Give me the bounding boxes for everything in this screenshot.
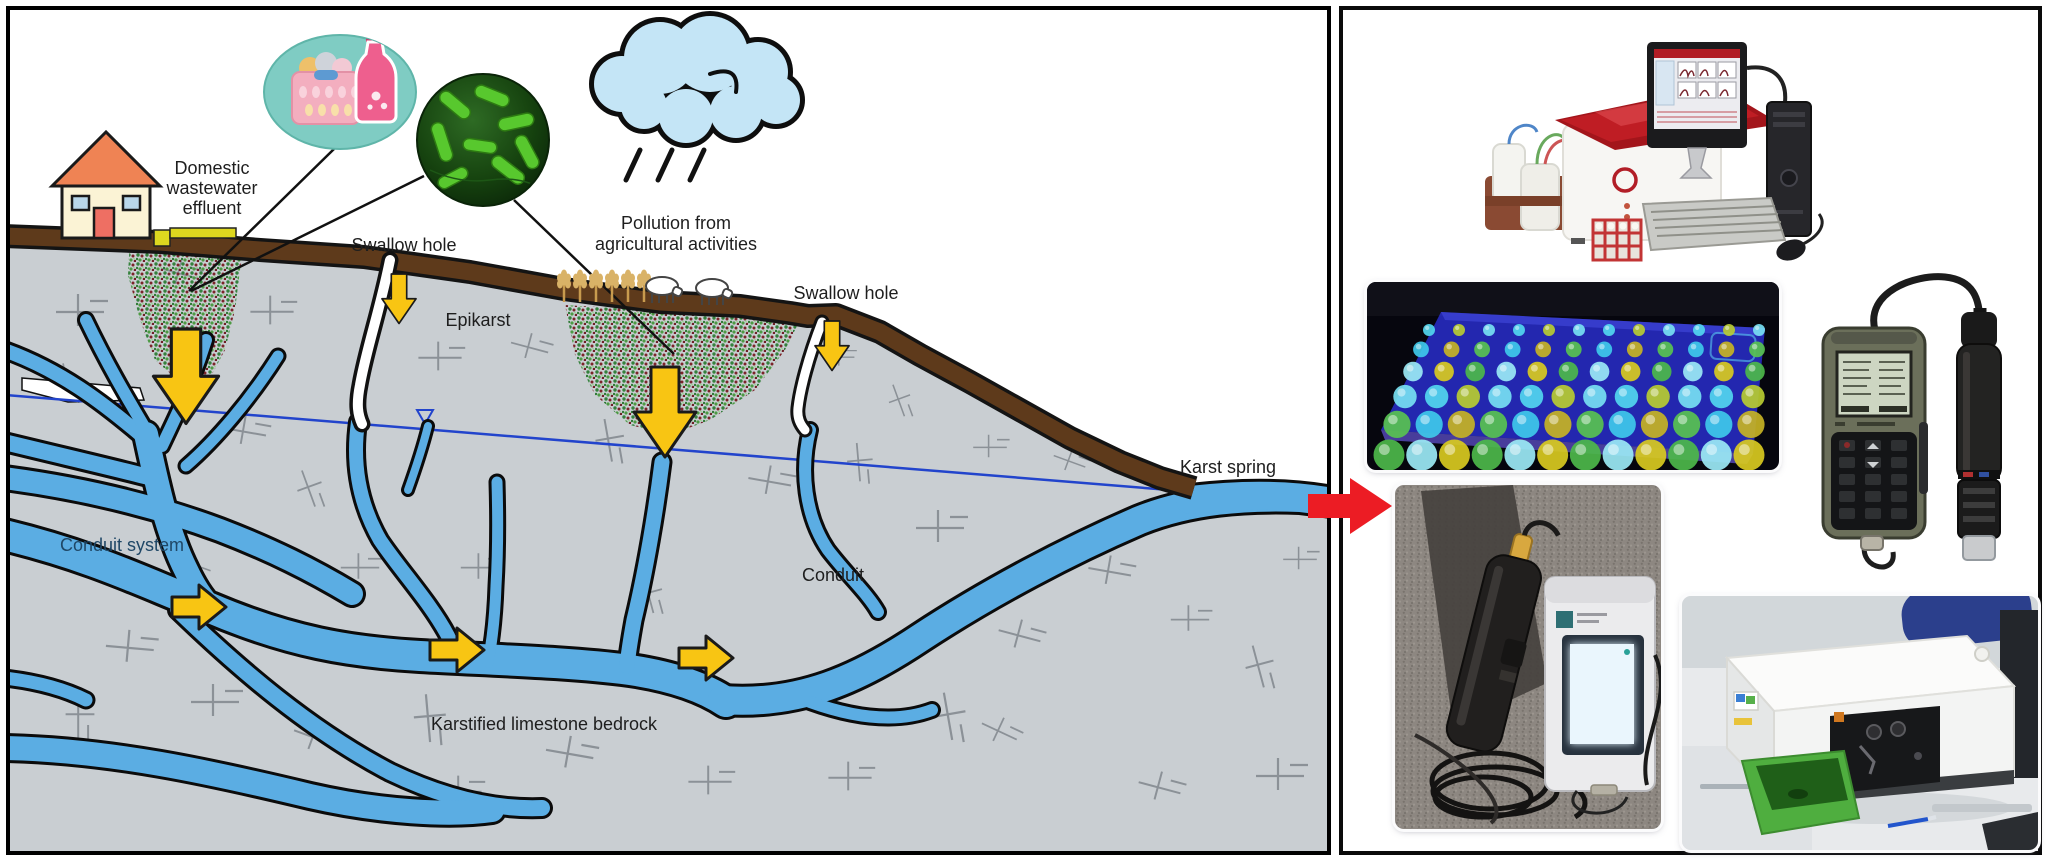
laundry-detergent-inset xyxy=(263,34,417,150)
label-epikarst: Epikarst xyxy=(445,310,510,330)
label-karst-spring: Karst spring xyxy=(1180,457,1276,477)
swallow-hole-channel-2 xyxy=(790,314,830,438)
effluent-pipe-icon xyxy=(153,227,237,247)
label-conduit-system: Conduit system xyxy=(60,535,184,555)
meter-body xyxy=(1821,326,1928,540)
pen-icon xyxy=(1887,815,1937,828)
photo-microplate-under-uv xyxy=(1367,282,1779,470)
label-domestic-3: effluent xyxy=(183,198,242,218)
label-conduit: Conduit xyxy=(802,565,864,585)
karst-aquifer-diagram-panel: Domestic wastewater effluent Swallow hol… xyxy=(6,6,1331,855)
probe-sonde xyxy=(1956,312,2002,561)
monitor-icon xyxy=(1647,42,1747,179)
controller-unit xyxy=(1544,576,1661,815)
label-swallow-hole-2: Swallow hole xyxy=(793,283,898,303)
photo-benchtop-spectrofluorometer xyxy=(1682,596,2038,850)
limestone-bedrock xyxy=(10,236,1327,851)
water-table-marker-icon xyxy=(415,409,435,427)
cattle-icon xyxy=(645,276,734,305)
conduit-network xyxy=(10,311,1327,828)
karst-diagram: Domestic wastewater effluent Swallow hol… xyxy=(10,11,1327,851)
tube-rack-icon xyxy=(1591,218,1643,262)
green-drawer xyxy=(1740,749,1861,836)
mouse-icon xyxy=(1776,213,1824,261)
keyboard-icon xyxy=(1641,196,1787,252)
photo-flow-cytometry-workstation xyxy=(1425,24,1997,268)
rain-cloud-icon xyxy=(589,11,805,148)
label-pollution-1: Pollution from xyxy=(621,213,731,233)
rain-icon xyxy=(623,147,707,183)
soil-layer xyxy=(10,224,1198,500)
photo-portable-field-fluorometer xyxy=(1395,485,1661,829)
label-karstified-bedrock: Karstified limestone bedrock xyxy=(431,714,658,734)
house-icon xyxy=(48,129,164,240)
bacteria-inset xyxy=(416,73,550,207)
karst-spring-to-analysis-arrow xyxy=(1308,478,1392,534)
monitoring-instruments-panel xyxy=(1339,6,2042,855)
label-swallow-hole-1: Swallow hole xyxy=(351,235,456,255)
probe-cylinder xyxy=(1445,520,1561,753)
swallow-hole-channel-1 xyxy=(349,251,399,433)
keyboard-corner xyxy=(1982,812,2038,850)
diagram-labels: Domestic wastewater effluent Swallow hol… xyxy=(60,158,1276,734)
water-table-line xyxy=(10,394,1195,494)
label-domestic-1: Domestic xyxy=(174,158,249,178)
photo-handheld-water-quality-meter xyxy=(1795,272,2039,582)
pc-tower-icon xyxy=(1766,101,1812,237)
agricultural-plume xyxy=(565,305,800,435)
label-pollution-2: agricultural activities xyxy=(595,234,757,254)
wastewater-plume xyxy=(128,238,245,382)
label-domestic-2: wastewater xyxy=(165,178,257,198)
